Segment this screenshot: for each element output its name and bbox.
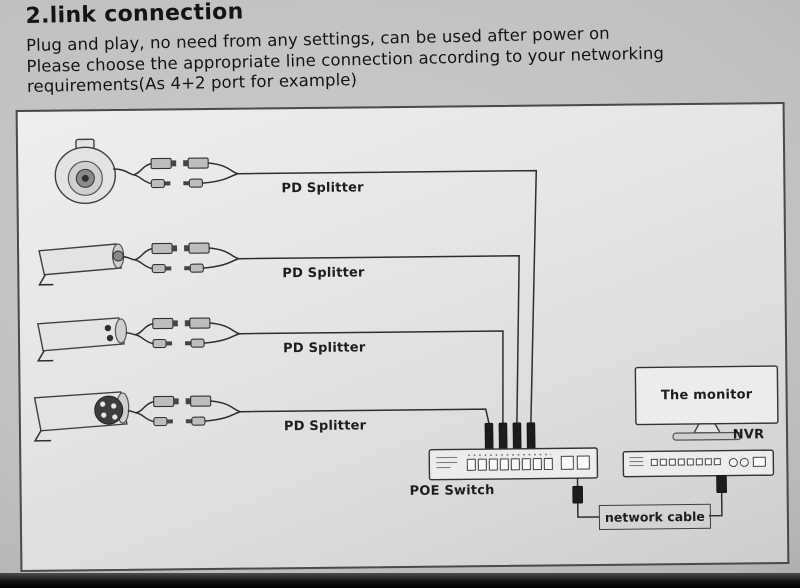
monitor-device bbox=[634, 365, 779, 441]
pd-splitter-connectors-2 bbox=[133, 241, 241, 274]
camera-to-switch-cables bbox=[238, 169, 538, 424]
photo-edge-shadow bbox=[0, 573, 800, 588]
poe-switch-device bbox=[428, 447, 599, 481]
pd-splitter-label-4: PD Splitter bbox=[283, 418, 367, 435]
pd-splitter-label-3: PD Splitter bbox=[283, 340, 366, 357]
poe-switch-label: POE Switch bbox=[409, 483, 495, 499]
nvr-device bbox=[622, 449, 775, 478]
pd-splitter-label-1: PD Splitter bbox=[281, 180, 364, 197]
nvr-label: NVR bbox=[732, 427, 765, 443]
pd-splitter-connectors-4 bbox=[134, 394, 242, 427]
bullet-camera-icon-3 bbox=[33, 391, 137, 442]
page-header: 2.link connection Plug and play, no need… bbox=[25, 0, 775, 97]
monitor-label: The monitor bbox=[660, 387, 753, 404]
connection-diagram: PD Splitter PD Splitter PD Splitter PD S… bbox=[15, 101, 790, 573]
network-cable-label: network cable bbox=[604, 508, 705, 525]
bullet-camera-icon-2 bbox=[36, 317, 136, 362]
network-cable-label-box: network cable bbox=[598, 503, 712, 530]
dome-camera-icon bbox=[54, 138, 134, 205]
bullet-camera-icon-1 bbox=[38, 243, 135, 286]
network-cable-run bbox=[572, 475, 727, 518]
pd-splitter-label-2: PD Splitter bbox=[282, 265, 365, 282]
poe-cable-plugs bbox=[484, 422, 536, 451]
diagram-artwork bbox=[33, 138, 779, 518]
pd-splitter-connectors-1 bbox=[132, 156, 240, 189]
pd-splitter-connectors-3 bbox=[134, 316, 241, 349]
